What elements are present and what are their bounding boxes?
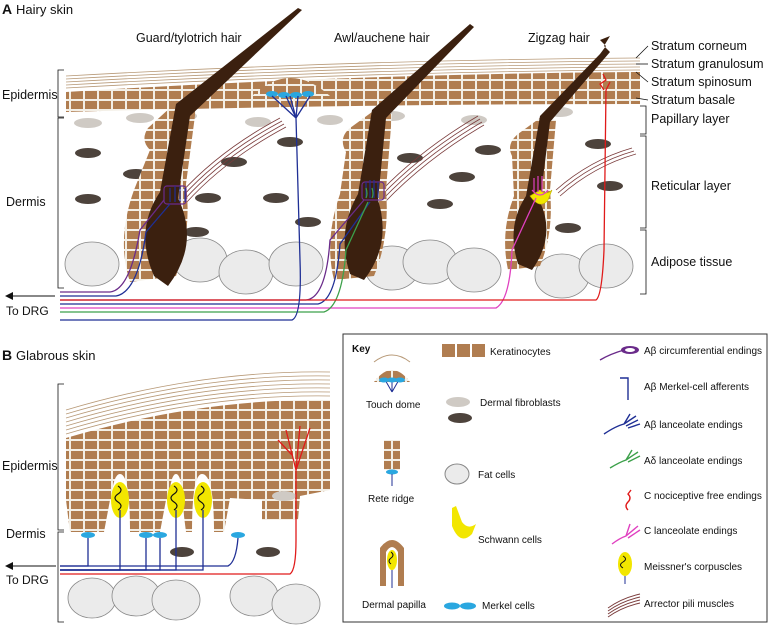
key-merkel-afferent-icon — [620, 377, 629, 400]
awl-hair-endings — [361, 180, 385, 201]
bracket-dermis-a — [57, 117, 64, 289]
bracket-epidermis-a — [57, 69, 64, 118]
key-c-free-icon — [625, 489, 632, 511]
key-adelta-lanceolate-icon — [609, 449, 641, 469]
key-merkel-cells-icon — [444, 602, 476, 610]
fat-cells-a — [64, 237, 634, 299]
arrector-pili-a — [179, 115, 637, 204]
key-schwann-cell-icon — [452, 506, 476, 539]
label-guard-hair: Guard/tylotrich hair — [136, 31, 242, 45]
label-epidermis-a: Epidermis — [2, 88, 58, 102]
label-reticular-layer: Reticular layer — [651, 179, 731, 193]
key-rete-ridge-label: Rete ridge — [368, 494, 415, 505]
key-meissner-icon — [618, 552, 632, 584]
label-epidermis-b: Epidermis — [2, 459, 58, 473]
key-title: Key — [352, 344, 371, 355]
epidermis-band-b — [66, 399, 330, 532]
guard-hair-follicle — [123, 8, 302, 286]
key-keratinocytes-icon — [442, 344, 485, 357]
key-dermal-papilla-icon — [380, 540, 404, 588]
to-drg-a: To DRG — [6, 304, 49, 318]
to-drg-b: To DRG — [6, 573, 49, 587]
key-abeta-lanceolate-icon — [603, 413, 641, 435]
panel-b-letter: B — [2, 347, 12, 363]
key-circumferential-label: Aβ circumferential endings — [644, 346, 762, 357]
key-keratinocytes-label: Keratinocytes — [490, 347, 551, 358]
key-arrector-pili-icon — [607, 593, 641, 618]
label-stratum-granulosum: Stratum granulosum — [651, 57, 764, 71]
guard-hair-endings — [163, 185, 187, 205]
key-circumferential-icon — [599, 346, 639, 361]
fibroblast-dark-b — [170, 547, 194, 557]
merkel-cells-b — [81, 532, 245, 538]
key-rete-ridge-icon — [384, 440, 400, 486]
key-fibroblasts-label: Dermal fibroblasts — [480, 398, 561, 409]
key-meissner-label: Meissner's corpuscles — [644, 562, 742, 573]
stratum-corneum-b — [65, 371, 331, 435]
panel-a: A Hairy skin — [2, 1, 764, 321]
panel-b-title: Glabrous skin — [16, 348, 95, 363]
key-fat-cells-label: Fat cells — [478, 470, 515, 481]
panel-b: B Glabrous skin — [2, 347, 331, 625]
label-dermis-b: Dermis — [6, 527, 46, 541]
label-stratum-corneum: Stratum corneum — [651, 39, 747, 53]
key-fibroblasts-text: Dermal fibroblasts — [480, 398, 561, 409]
fibroblast-light-b — [272, 491, 296, 501]
nerve-fibers-a — [60, 73, 611, 321]
bracket-epidermis-b — [57, 383, 64, 531]
key-arrector-pili-label: Arrector pili muscles — [644, 599, 734, 610]
fat-cells-b — [67, 575, 321, 625]
key-merkel-cells-label: Merkel cells — [482, 601, 535, 612]
key-c-lanceolate-icon — [611, 523, 641, 545]
key-adelta-lanceolate-label: Aδ lanceolate endings — [644, 456, 742, 467]
label-stratum-basale: Stratum basale — [651, 93, 735, 107]
key-touch-dome-icon — [373, 354, 411, 393]
label-adipose-tissue: Adipose tissue — [651, 255, 732, 269]
zigzag-hair-endings — [531, 176, 549, 196]
label-stratum-spinosum: Stratum spinosum — [651, 75, 752, 89]
nerve-fibers-b — [60, 425, 311, 575]
key-schwann-cells-label: Schwann cells — [478, 535, 542, 546]
key-dermal-papilla-label: Dermal papilla — [362, 600, 426, 611]
fibroblast-dark-b2 — [256, 547, 280, 557]
key-c-free-label: C nociceptive free endings — [644, 491, 762, 502]
label-dermis-a: Dermis — [6, 195, 46, 209]
epidermis-band-a — [66, 72, 640, 112]
zigzag-hair-follicle — [505, 36, 610, 270]
meissner-corpuscles-b — [111, 482, 212, 518]
key-merkel-afferent-label: Aβ Merkel-cell afferents — [644, 382, 749, 393]
fibroblasts-light-a — [74, 107, 573, 128]
right-layer-leaders — [635, 45, 649, 295]
panel-a-title: Hairy skin — [16, 2, 73, 17]
merkel-cells-a — [266, 91, 314, 98]
panel-a-letter: A — [2, 1, 12, 17]
key-c-lanceolate-label: C lanceolate endings — [644, 526, 737, 537]
key-fat-cell-icon — [444, 463, 470, 485]
key-abeta-lanceolate-label: Aβ lanceolate endings — [644, 420, 743, 431]
label-zigzag-hair: Zigzag hair — [528, 31, 590, 45]
key-box: Key Touch dome Rete ridge Dermal papilla… — [342, 333, 768, 623]
label-papillary-layer: Papillary layer — [651, 112, 730, 126]
awl-hair-follicle — [330, 24, 474, 280]
stratum-corneum — [65, 57, 641, 89]
key-touch-dome-label: Touch dome — [366, 400, 421, 411]
bracket-dermis-b — [57, 531, 64, 623]
label-awl-hair: Awl/auchene hair — [334, 31, 430, 45]
key-fibroblasts-icon — [446, 397, 472, 423]
